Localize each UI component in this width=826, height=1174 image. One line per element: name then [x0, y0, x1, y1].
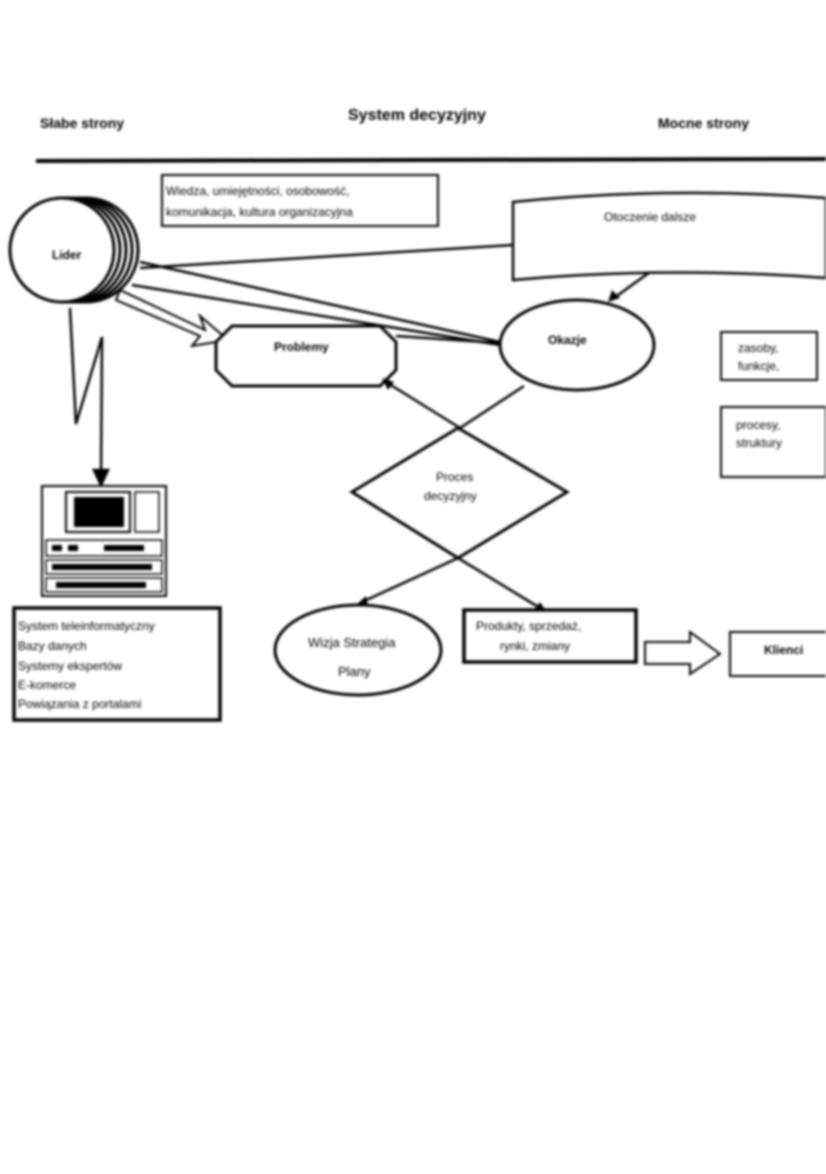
clients-box: Klienci — [729, 631, 826, 677]
diagram-title: System decyzyjny — [348, 107, 486, 124]
products-line-1: Produkty, sprzedaż, — [476, 619, 581, 633]
it-system-item: Bazy danych — [18, 639, 87, 653]
processes-line-1: procesy, — [736, 418, 780, 432]
header-divider — [35, 157, 826, 163]
strong-sides-header: Mocne strony — [658, 115, 749, 131]
knowledge-line-1: Wiedza, umiejętności, osobowość, — [166, 184, 349, 198]
it-system-item: Powiązania z portalami — [18, 697, 141, 711]
process-output-lines — [356, 556, 546, 611]
it-system-item: E-komerce — [18, 678, 76, 692]
leader-node: Lider — [8, 196, 140, 304]
it-system-item: Systemy ekspertów — [18, 659, 122, 673]
vision-line-1: Wizja Strategia — [308, 635, 396, 650]
products-to-clients-arrow — [644, 630, 722, 676]
decision-process-line-2: decyzyjny — [424, 489, 477, 503]
vision-strategy-node: Wizja Strategia Plany — [273, 603, 443, 697]
processes-line-2: struktury — [736, 436, 782, 450]
decision-process-line-1: Proces — [436, 470, 473, 484]
vision-line-2: Plany — [338, 664, 371, 679]
environment-banner: Otoczenie dalsze — [511, 191, 826, 282]
processes-box: procesy, struktury — [720, 406, 826, 478]
weak-sides-header: Słabe strony — [40, 115, 124, 131]
computer-icon — [41, 485, 167, 597]
resources-line-2: funkcje, — [738, 359, 779, 373]
opportunities-label: Okazje — [548, 333, 587, 347]
environment-banner-label: Otoczenie dalsze — [604, 210, 696, 224]
knowledge-line-2: komunikacja, kultura organizacyjna — [166, 205, 353, 219]
problems-node: Problemy — [214, 324, 398, 388]
products-box: Produkty, sprzedaż, rynki, zmiany — [462, 608, 638, 664]
resources-box: zasoby, funkcje, — [720, 331, 818, 381]
clients-label: Klienci — [764, 643, 803, 657]
decision-process-node: Proces decyzyjny — [349, 426, 570, 560]
problems-label: Problemy — [274, 340, 329, 354]
knowledge-box: Wiedza, umiejętności, osobowość, komunik… — [161, 174, 439, 227]
it-system-item: System teleinformatyczny — [18, 619, 155, 633]
problems-to-opportunities-line — [395, 334, 501, 345]
leader-to-problems-arrow — [114, 288, 231, 348]
resources-line-1: zasoby, — [738, 341, 778, 355]
banner-to-opportunities-arrow — [608, 270, 651, 302]
products-line-2: rynki, zmiany — [500, 639, 570, 653]
leader-to-computer-arrow — [68, 307, 110, 488]
leader-connections — [131, 243, 514, 347]
opportunities-node: Okazje — [498, 298, 656, 392]
it-system-box: System teleinformatyczny Bazy danych Sys… — [12, 606, 222, 722]
inputs-to-process-lines — [382, 378, 525, 430]
leader-label: Lider — [52, 248, 82, 262]
